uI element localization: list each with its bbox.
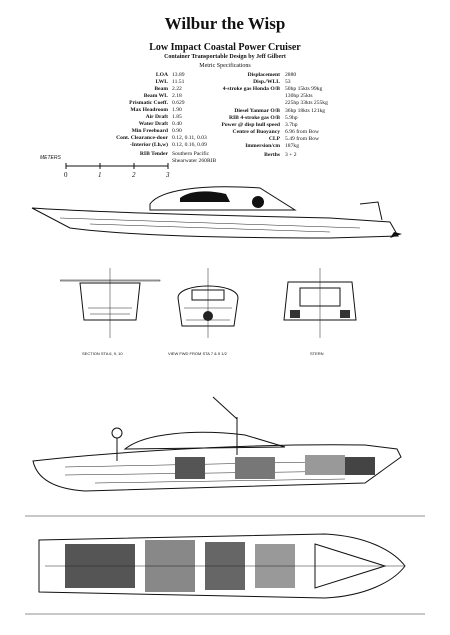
page-title: Wilbur the Wisp — [164, 14, 286, 33]
scale-bar — [65, 163, 169, 169]
scale-tick-label: 3 — [166, 171, 170, 179]
scale-tick-label: 2 — [132, 171, 136, 179]
cross-section-drawings — [60, 268, 357, 338]
section-caption: STERN — [310, 351, 324, 356]
page-subtitle: Low Impact Coastal Power Cruiser — [149, 42, 301, 53]
profile-hull-drawing — [31, 186, 402, 239]
section-caption: VIEW FWD FROM STA 7 & 5 1/2 — [168, 351, 227, 356]
spec-row: Prismatic Coeff.0.629 — [129, 100, 185, 106]
section-caption: SECTION STA 6, 9, 10 — [82, 351, 123, 356]
scale-tick-label: 1 — [98, 171, 102, 179]
interior-profile-drawing — [32, 396, 402, 492]
spec-row: Shearwater 260RIB — [172, 158, 217, 164]
spec-row: -Interior (Lh,w)0.12, 0.16, 0.09 — [129, 142, 207, 148]
spec-row: 130hp 25kts — [285, 93, 313, 99]
spec-row: 225hp 33kts 255kg — [285, 100, 328, 106]
scale-tick-label: 0 — [64, 171, 68, 179]
designer-credit: Container Transportable Design by Jeff G… — [164, 54, 286, 60]
scale-label: METERS — [40, 155, 61, 161]
specs-heading: Metric Specifications — [199, 63, 251, 69]
deck-plan-drawing — [25, 515, 425, 615]
